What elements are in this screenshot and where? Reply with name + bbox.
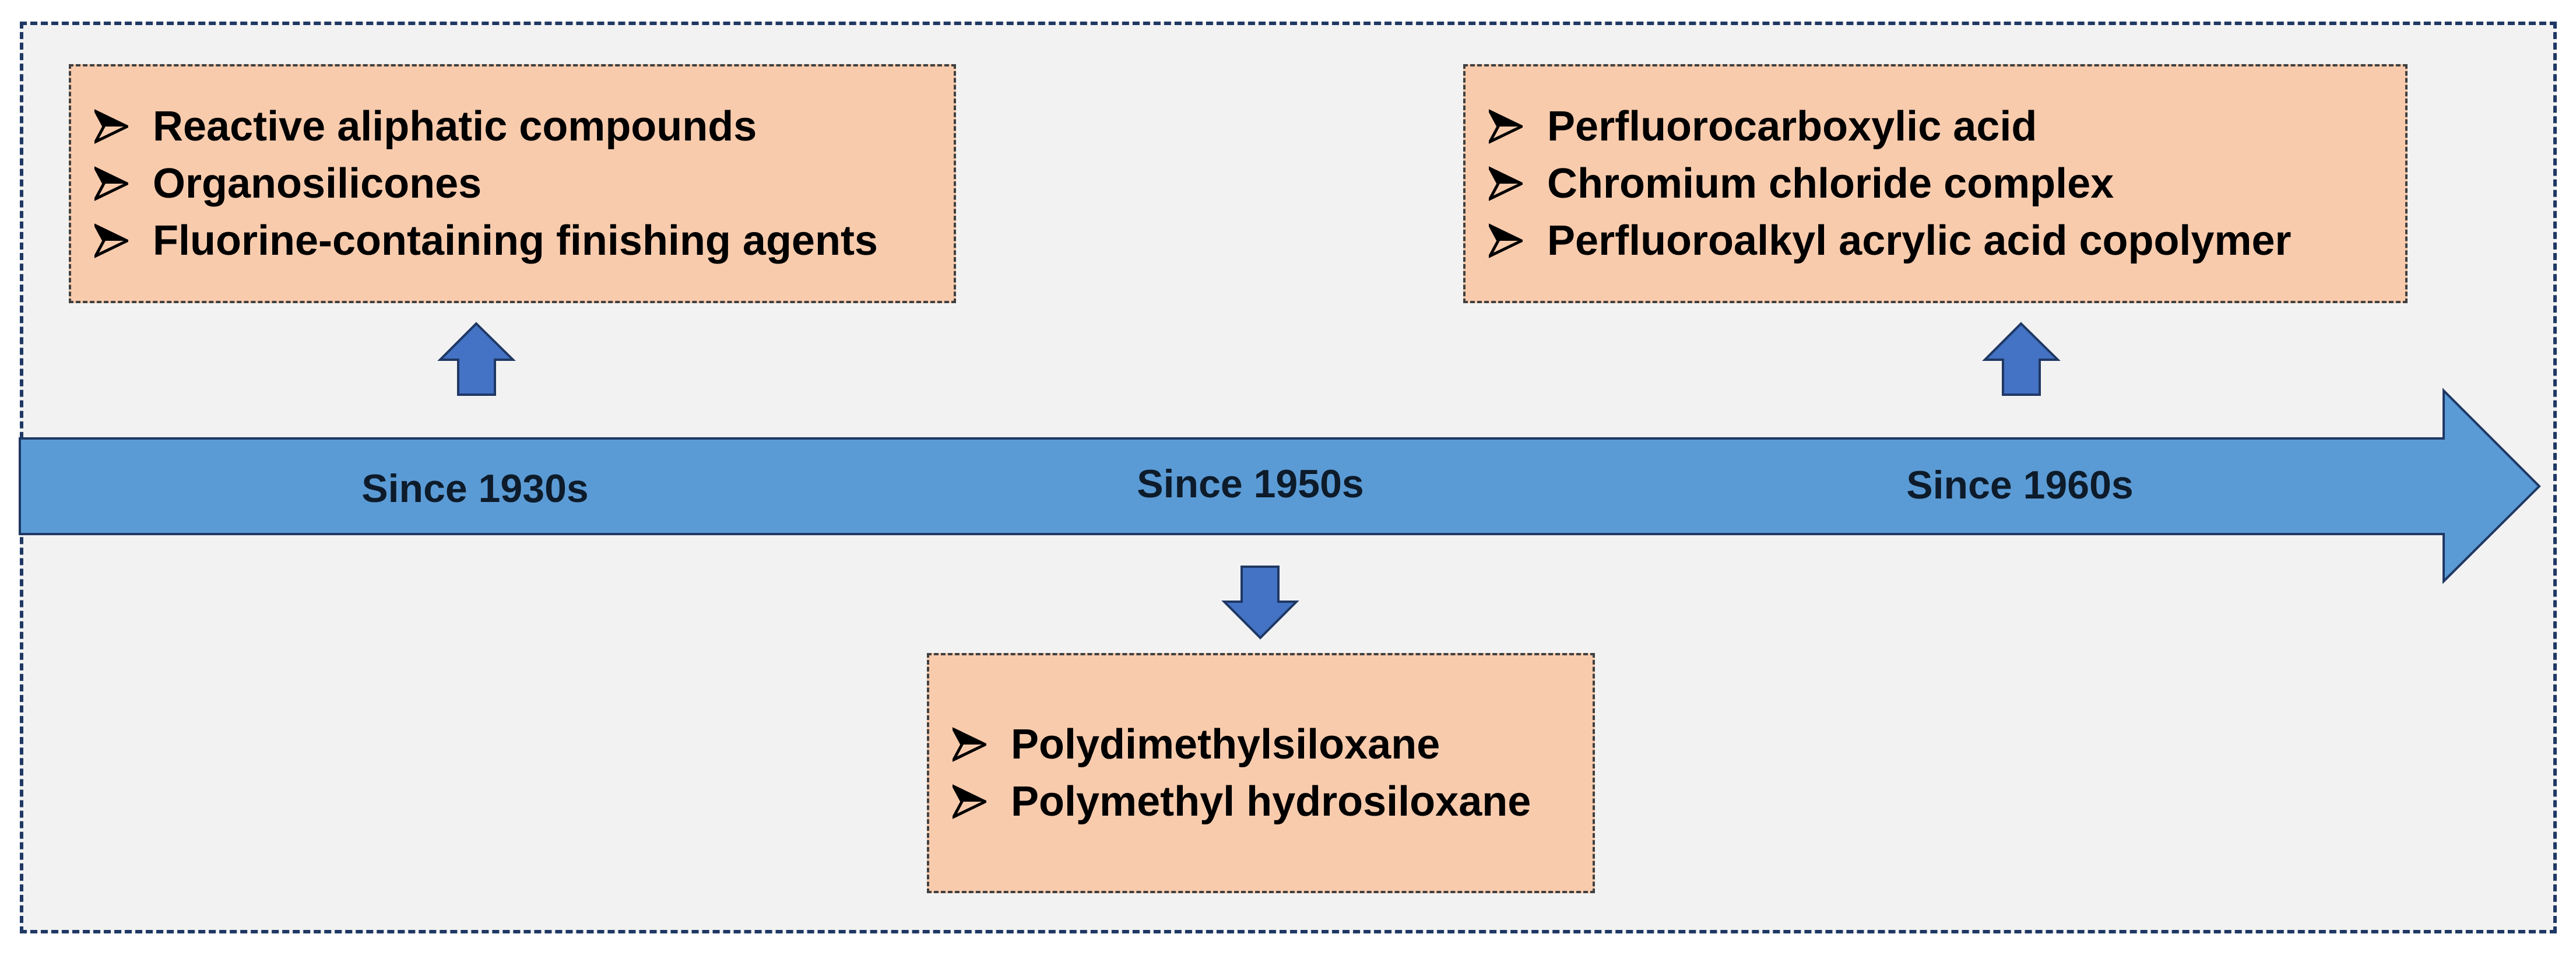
list-item: Reactive aliphatic compounds	[94, 98, 954, 155]
list-item: Fluorine-containing finishing agents	[94, 212, 954, 269]
era-label-1960s: Since 1960s	[1906, 463, 2134, 507]
up-arrow-1930s	[437, 322, 516, 396]
list-item: Chromium chloride complex	[1489, 155, 2405, 212]
era-label-1950s: Since 1950s	[1137, 462, 1364, 506]
list-item: Perfluoroalkyl acrylic acid copolymer	[1489, 212, 2405, 269]
arrowhead-bullet-icon	[94, 109, 128, 144]
down-arrow-1950s	[1221, 566, 1299, 640]
era-item-text: Polymethyl hydrosiloxane	[1011, 778, 1531, 825]
era-item-text: Polydimethylsiloxane	[1011, 721, 1440, 768]
era-item-text: Organosilicones	[153, 160, 482, 207]
era-item-text: Chromium chloride complex	[1547, 160, 2114, 207]
era-box-1930s: Reactive aliphatic compounds Organosilic…	[69, 64, 956, 303]
era-item-text: Perfluorocarboxylic acid	[1547, 103, 2037, 150]
era-label-1930s: Since 1930s	[361, 466, 589, 511]
arrowhead-bullet-icon	[1489, 166, 1523, 201]
list-item: Perfluorocarboxylic acid	[1489, 98, 2405, 155]
arrowhead-bullet-icon	[94, 223, 128, 258]
list-item: Organosilicones	[94, 155, 954, 212]
era-box-1960s: Perfluorocarboxylic acid Chromium chlori…	[1463, 64, 2408, 303]
era-item-text: Reactive aliphatic compounds	[153, 103, 757, 150]
arrowhead-bullet-icon	[1489, 223, 1523, 258]
era-item-text: Perfluoroalkyl acrylic acid copolymer	[1547, 217, 2292, 264]
era-item-text: Fluorine-containing finishing agents	[153, 217, 878, 264]
arrowhead-bullet-icon	[94, 166, 128, 201]
arrowhead-bullet-icon	[953, 784, 986, 819]
arrowhead-bullet-icon	[953, 727, 986, 762]
list-item: Polydimethylsiloxane	[953, 716, 1593, 773]
arrowhead-bullet-icon	[1489, 109, 1523, 144]
list-item: Polymethyl hydrosiloxane	[953, 773, 1593, 830]
up-arrow-1960s	[1982, 322, 2061, 396]
era-box-1950s: Polydimethylsiloxane Polymethyl hydrosil…	[927, 653, 1595, 893]
timeline-arrow	[19, 388, 2541, 584]
